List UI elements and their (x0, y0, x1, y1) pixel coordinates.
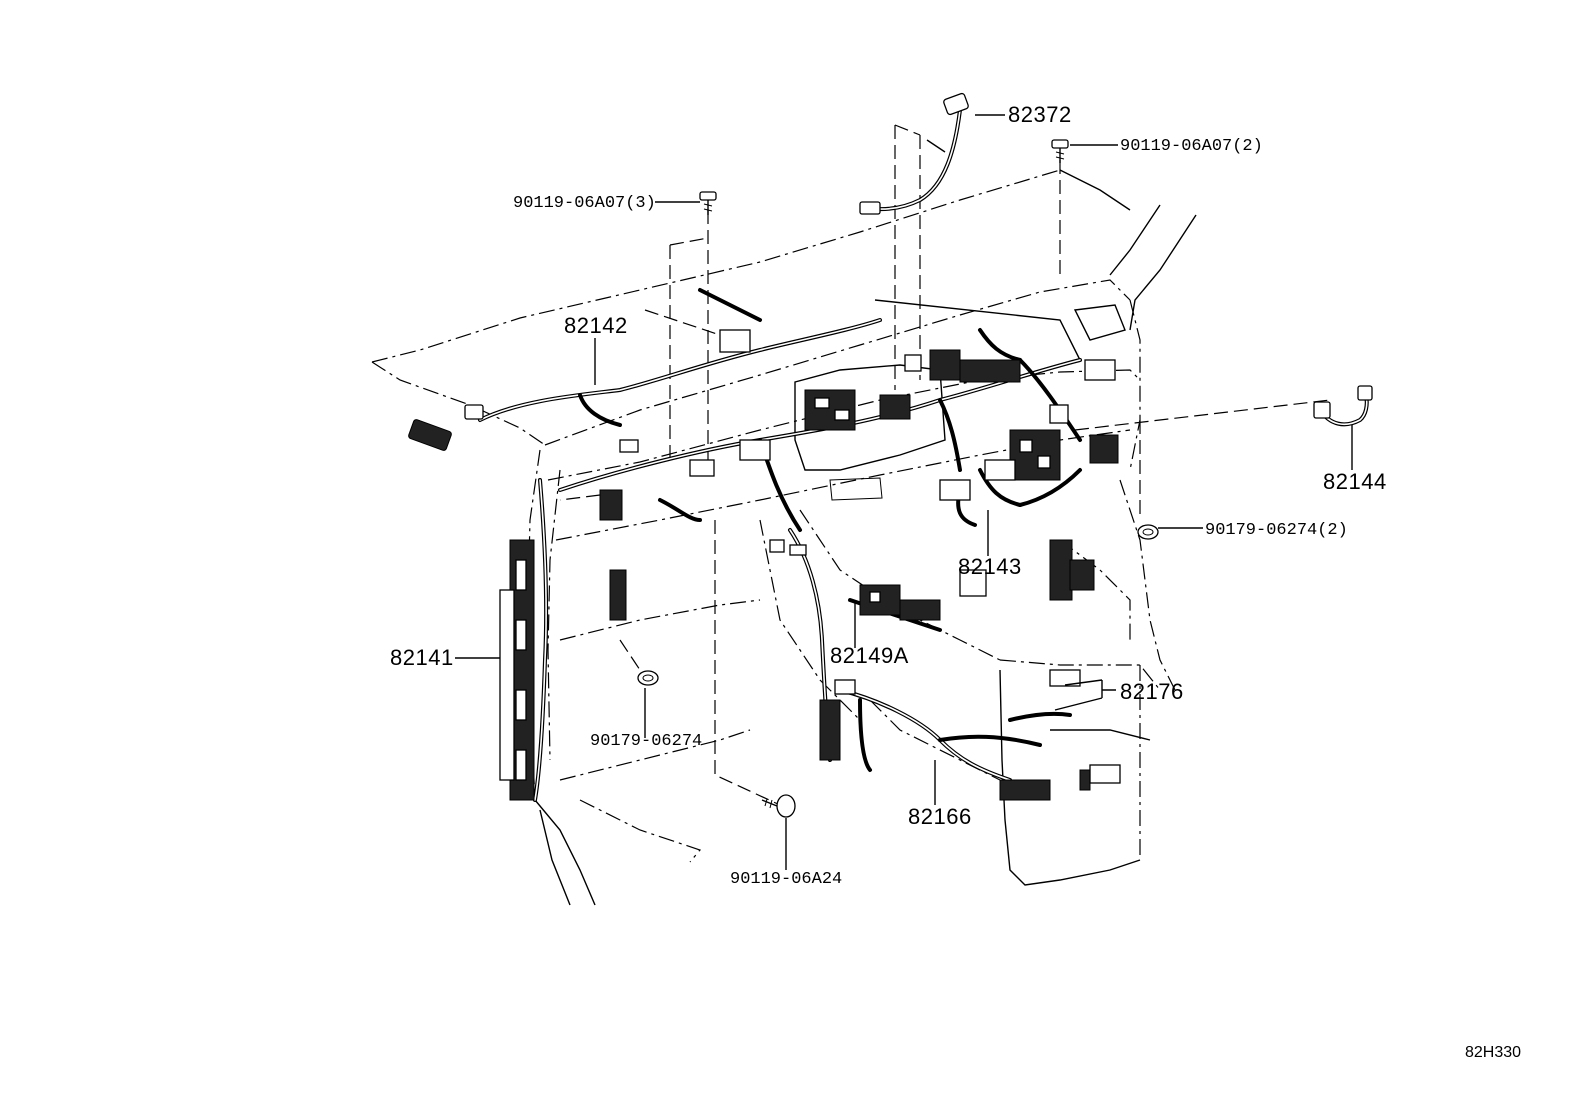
label-82372: 82372 (1008, 102, 1072, 127)
label-82176: 82176 (1120, 679, 1184, 704)
harness-82372 (859, 92, 969, 215)
label-leaders (455, 114, 1353, 870)
assembly-lines (559, 124, 1331, 806)
label-90179-06274-2: 90179-06274(2) (1205, 521, 1348, 540)
label-82141: 82141 (390, 645, 454, 670)
label-90119-06A07-3: 90119-06A07(3) (513, 194, 656, 213)
diagram-reference-code: 82H330 (1465, 1044, 1521, 1061)
label-82143: 82143 (958, 554, 1022, 579)
clip-90179-06274 (637, 670, 659, 686)
body-outline (371, 169, 1197, 906)
connector-blocks (408, 329, 1121, 801)
bolt-90119-06A07-2 (1051, 139, 1069, 163)
harness-82142 (478, 288, 882, 427)
label-90119-06A24: 90119-06A24 (730, 870, 842, 889)
harness-82144 (1313, 385, 1373, 427)
clip-90179-06274-2 (1137, 524, 1159, 540)
label-90179-06274: 90179-06274 (590, 732, 702, 751)
bolt-90119-06A24 (761, 794, 796, 818)
label-82149A: 82149A (830, 643, 909, 668)
bolt-90119-06A07-3 (699, 191, 717, 215)
label-90119-06A07-2: 90119-06A07(2) (1120, 137, 1263, 156)
label-82142: 82142 (564, 313, 628, 338)
label-82144: 82144 (1323, 469, 1387, 494)
part-labels: 82372 90119-06A07(2) 90119-06A07(3) 8214… (390, 102, 1521, 1061)
harness-82166 (838, 688, 1072, 782)
label-82166: 82166 (908, 804, 972, 829)
